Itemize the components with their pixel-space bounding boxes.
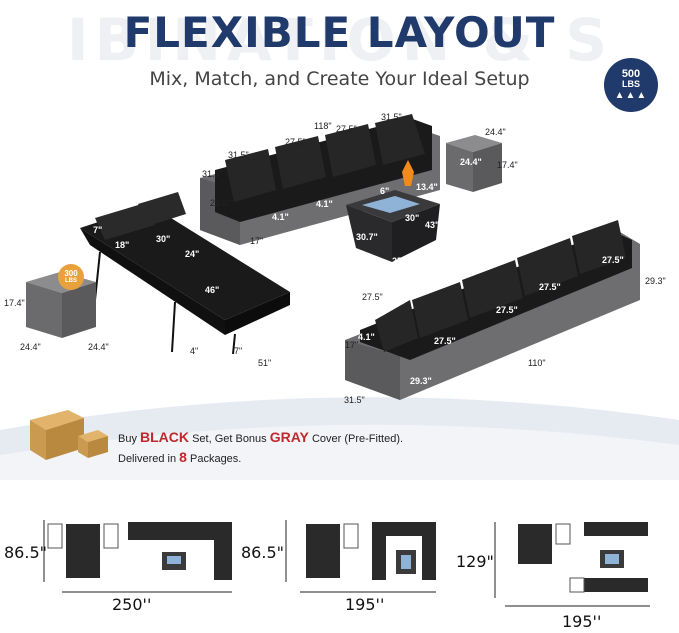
dim-sofa-cushion: 4.1": [272, 212, 289, 222]
table-load-unit: LBS: [65, 278, 77, 284]
promo-text: Packages.: [186, 453, 242, 465]
layout-1-width: 250'': [112, 595, 152, 614]
layout-1-height: 86.5": [4, 543, 47, 562]
dim-sofa-total: 118": [314, 121, 332, 131]
load-capacity-unit: LBS: [622, 79, 640, 89]
promo-message: Buy BLACK Set, Get Bonus GRAY Cover (Pre…: [118, 428, 403, 468]
dim-lounger-a: 7": [93, 225, 103, 235]
background-watermark-word: IBINATION & S: [66, 6, 614, 74]
dim-sofa-height: 29.3": [210, 198, 231, 208]
dim-sofa-seg3: 27.5": [336, 124, 357, 134]
sectional-sofa: [345, 220, 640, 400]
dim-side-table-top-width: 24.4": [485, 127, 506, 137]
cardboard-boxes-icon: [30, 410, 108, 460]
dim-firepit-e: 30.7": [356, 232, 378, 242]
dim-sofa-seg2: 27.5": [285, 137, 306, 147]
table-load-badge: 300 LBS: [58, 264, 84, 290]
dim-sofa-seg4: 31.5": [381, 112, 402, 122]
dim-firepit-height: 25.6": [392, 256, 414, 266]
wave-background-light: [0, 424, 679, 480]
dim-sectional-height-right: 29.3": [645, 276, 666, 286]
layout-2-height: 86.5": [241, 543, 284, 562]
dim-sectional-cushion: 4.1": [358, 332, 375, 342]
dim-side-table-left-depth: 24.4": [88, 342, 109, 352]
dim-side-table-top-depth: 24.4": [460, 157, 482, 167]
promo-line-2: Delivered in 8 Packages.: [118, 448, 403, 468]
dim-sectional-depth-front: 31.5": [344, 395, 365, 405]
side-table-top: [446, 135, 502, 192]
dim-lounger-b: 18": [115, 240, 130, 250]
dim-sectional-seg3: 27.5": [539, 282, 561, 292]
dim-lounger-h: 7": [234, 346, 243, 356]
layout-3-height: 129": [456, 552, 494, 571]
promo-text: Delivered in: [118, 453, 180, 465]
dim-sectional-depth: 27.5": [362, 292, 383, 302]
dim-sofa-depth: 31.5": [202, 169, 223, 179]
promo-text: Set, Get Bonus: [189, 433, 270, 445]
dim-lounger-g: 4": [190, 346, 199, 356]
dim-sectional-seg2: 27.5": [496, 305, 518, 315]
dim-lounger-e: 46": [205, 285, 220, 295]
fire-pit-table: [346, 160, 440, 262]
dim-sectional-length: 110": [528, 358, 546, 368]
load-capacity-badge: 500 LBS ▲▲▲: [604, 58, 658, 112]
page-subtitle: Mix, Match, and Create Your Ideal Setup: [149, 68, 530, 90]
promo-black-highlight: BLACK: [140, 429, 190, 445]
table-load-value: 300: [64, 269, 78, 278]
promo-package-count: 8: [179, 449, 187, 465]
dim-firepit-b: 13.4": [416, 182, 438, 192]
dim-firepit-c: 30": [405, 213, 420, 223]
promo-text: Cover (Pre-Fitted).: [308, 433, 404, 445]
dim-sectional-seg4: 27.5": [602, 255, 624, 265]
dim-sectional-seat: 17": [345, 340, 359, 350]
four-seat-sofa: [200, 114, 440, 245]
dim-side-table-top-height: 17.4": [497, 160, 518, 170]
layout-2-width: 195'': [345, 595, 385, 614]
dim-side-table-left-width: 24.4": [20, 342, 41, 352]
page-title: FLEXIBLE LAYOUT: [123, 8, 556, 57]
layout-3-width: 195'': [562, 612, 602, 631]
dim-firepit-a: 6": [380, 186, 390, 196]
load-capacity-value: 500: [621, 68, 641, 80]
dim-lounger-f: 78": [148, 304, 163, 314]
double-chaise-lounger: [80, 192, 290, 355]
dim-lounger-d: 24": [185, 249, 200, 259]
layout-diagram-3: [494, 522, 650, 607]
dim-sofa-seg1: 31.5": [228, 150, 249, 160]
promo-gray-highlight: GRAY: [269, 429, 309, 445]
dim-sectional-height: 29.3": [410, 376, 432, 386]
dim-side-table-left-height: 17.4": [4, 298, 25, 308]
dim-firepit-d: 43": [425, 220, 440, 230]
weight-arrows-icon: ▲▲▲: [614, 90, 648, 101]
dim-sectional-seg1: 27.5": [434, 336, 456, 346]
layout-diagram-1: [43, 520, 232, 593]
layout-diagram-2: [285, 520, 436, 593]
dim-sofa-cushion-2: 4.1": [316, 199, 333, 209]
dim-lounger-c: 30": [156, 234, 171, 244]
promo-text: Buy: [118, 433, 141, 445]
dim-sofa-seat-height: 17": [250, 236, 264, 246]
dim-lounger-width: 51": [258, 358, 272, 368]
promo-line-1: Buy BLACK Set, Get Bonus GRAY Cover (Pre…: [118, 428, 403, 448]
